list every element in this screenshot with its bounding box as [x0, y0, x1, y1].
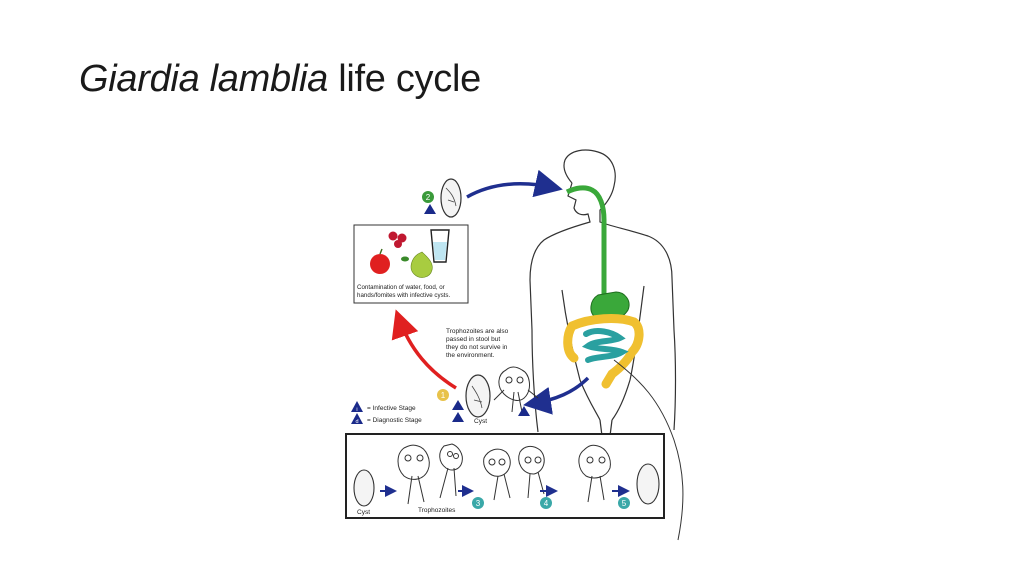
cyst-bottom-right	[636, 463, 660, 505]
step-3-label: 3	[476, 499, 481, 508]
trophozoite-note-2: passed in stool but	[446, 336, 500, 343]
step-5-circle	[618, 497, 630, 509]
trophozoite-note-3: they do not survive in	[446, 344, 508, 351]
step-2-circle	[422, 191, 434, 203]
bottom-troph-label: Trophozoites	[418, 507, 456, 514]
diagnostic-triangle-mid	[452, 412, 464, 422]
contamination-box: Contamination of water, food, or hands/f…	[353, 224, 469, 304]
contamination-text-1: Contamination of water, food, or	[357, 284, 445, 291]
infective-triangle-mid	[452, 400, 464, 410]
ingestion-arrow	[466, 169, 563, 199]
title-rest: life cycle	[327, 58, 481, 100]
digestive-tract	[563, 185, 644, 389]
title-italic: Giardia lamblia	[79, 58, 328, 100]
excretion-arrow	[523, 376, 590, 415]
contamination-text-2: hands/fomites with infective cysts.	[357, 292, 450, 299]
berries-icon	[388, 231, 398, 241]
cyst-top	[440, 178, 462, 218]
cyst-bottom-left	[353, 469, 375, 507]
contamination-arrow	[391, 309, 457, 390]
pear-icon	[410, 251, 433, 278]
step-4-circle	[540, 497, 552, 509]
trophozoite-middle	[493, 366, 539, 413]
step-4-label: 4	[544, 499, 549, 508]
step-1-label: 1	[441, 391, 446, 400]
step-2-label: 2	[426, 193, 431, 202]
dividing-trophozoites	[483, 445, 545, 501]
step-3-circle	[472, 497, 484, 509]
infective-triangle-top	[424, 204, 436, 214]
legend-infective: = Infective Stage	[367, 405, 416, 412]
legend: i = Infective Stage d = Diagnostic Stage	[351, 401, 422, 425]
apple-icon	[370, 254, 390, 274]
cyst-label: Cyst	[474, 418, 487, 425]
trophozoite-note-1: Trophozoites are also	[446, 328, 509, 335]
trophozoite-note-4: the environment.	[446, 352, 495, 359]
diagnostic-triangle-troph	[518, 406, 530, 416]
slide-title: Giardia lamblia life cycle	[79, 58, 481, 101]
step-1-circle	[437, 389, 449, 401]
bottom-cyst-label: Cyst	[357, 509, 370, 516]
trophozoite-bottom-2	[439, 443, 463, 499]
stool-line	[613, 359, 684, 541]
legend-i: i	[356, 407, 357, 413]
legend-diagnostic: = Diagnostic Stage	[367, 417, 422, 424]
trophozoite-bottom-1	[397, 444, 430, 505]
trophozoite-bottom-3	[578, 444, 611, 503]
step-5-label: 5	[622, 499, 627, 508]
division-box: 3 4 5 Cyst Trophozoites	[345, 433, 665, 519]
legend-d: d	[355, 419, 358, 425]
